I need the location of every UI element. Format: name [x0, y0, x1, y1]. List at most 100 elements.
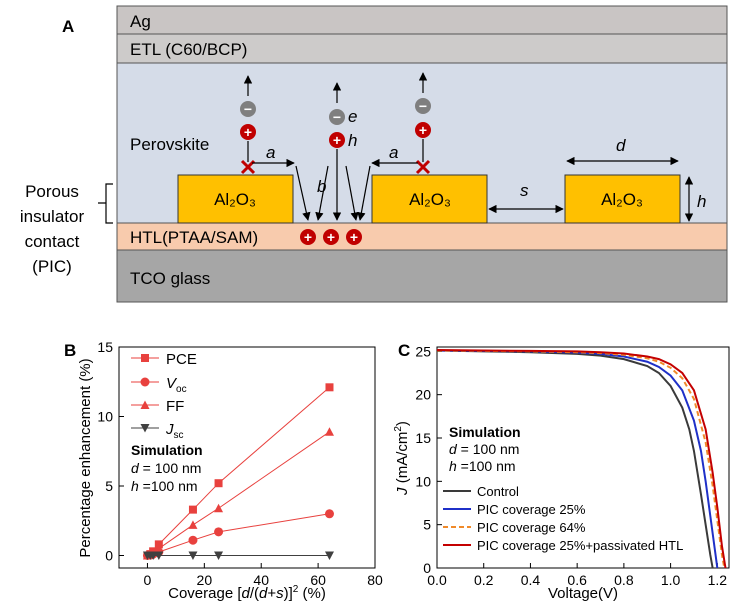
- y-tick-label: 10: [97, 408, 113, 424]
- x-tick-label: 1.0: [661, 572, 681, 588]
- series-jsc-point: [188, 551, 198, 560]
- panel-c-annotation-line-1: d = 100 nm: [449, 441, 519, 457]
- y-tick-label: 10: [415, 473, 431, 489]
- y-tick-label: 15: [415, 430, 431, 446]
- y-tick-label: 15: [97, 339, 113, 355]
- plus-sign: +: [327, 229, 335, 245]
- y-tick-label: 0: [423, 560, 431, 576]
- x-tick-label: 0.4: [521, 572, 541, 588]
- x-tick-label: 20: [197, 572, 213, 588]
- legend-voc-label: Voc: [166, 375, 187, 395]
- panel-c-annotation-title: Simulation: [449, 424, 521, 440]
- y-tick-label: 5: [423, 517, 431, 533]
- panel-b-x-axis-title: Coverage [d/(d+s)]2 (%): [168, 584, 326, 602]
- hole-icon: [415, 122, 431, 138]
- x-tick-label: 0.2: [474, 572, 494, 588]
- pic-label-line-2: insulator: [20, 207, 85, 226]
- electron-label: e: [348, 107, 357, 126]
- electron-icon: [415, 98, 431, 114]
- panel-b-y-axis-title: Percentage enhancement (%): [77, 358, 94, 557]
- plus-sign: +: [419, 122, 427, 138]
- minus-sign: −: [333, 109, 341, 125]
- x-tick-label: 80: [367, 572, 383, 588]
- ag-label: Ag: [130, 12, 151, 31]
- x-tick-label: 40: [253, 572, 269, 588]
- series-voc-point: [324, 509, 334, 519]
- series-jsc-point: [324, 551, 334, 560]
- al2o3-block: Al₂O₃: [371, 174, 488, 224]
- panel-c-plot-frame: [436, 346, 730, 569]
- electron-icon: [240, 101, 256, 117]
- x-tick-label: 1.2: [708, 572, 728, 588]
- diffusion-arrow: [357, 165, 371, 221]
- al2o3-label: Al₂O₃: [214, 190, 256, 209]
- hole-icon: [323, 229, 339, 245]
- legend-label-1: Control: [477, 484, 519, 499]
- series-ff-point: [214, 503, 224, 513]
- pic-label-line-3: contact: [25, 232, 80, 251]
- legend-jsc-label: Jsc: [165, 421, 184, 441]
- panel-c-annotation-line-2: h =100 nm: [449, 458, 516, 474]
- panel-b-annotation-line-1: d = 100 nm: [131, 460, 201, 476]
- dimension-a-label: a: [266, 143, 275, 162]
- panel-a: A Ag ETL (C60/BCP) Perovskite HTL(PTAA/S…: [20, 5, 728, 303]
- panel-a-label: A: [62, 17, 74, 36]
- carrier-column-2: − e + h b: [315, 82, 371, 221]
- legend-label-2: PIC coverage 25%: [477, 502, 586, 517]
- plus-sign: +: [244, 124, 252, 140]
- carrier-column-3: − + a: [371, 72, 431, 175]
- hole-icon: [329, 132, 345, 148]
- etl-label: ETL (C60/BCP): [130, 40, 247, 59]
- electron-icon: [329, 109, 345, 125]
- panel-b-legend: PCE Voc FF Jsc: [131, 351, 197, 441]
- series-ff-point: [324, 427, 334, 436]
- hole-icon: [240, 124, 256, 140]
- minus-sign: −: [419, 98, 427, 114]
- panel-b-label: B: [64, 341, 76, 360]
- y-tick-label: 25: [415, 343, 431, 359]
- al2o3-block: Al₂O₃: [177, 174, 294, 224]
- panel-c-y-axis-title: J (mA/cm2): [393, 421, 411, 496]
- series-pce-point: [188, 505, 197, 514]
- diffusion-arrow: [345, 165, 359, 221]
- legend-pce-marker: [141, 354, 149, 362]
- x-tick-label: 60: [310, 572, 326, 588]
- x-tick-label: 0.6: [567, 572, 587, 588]
- x-tick-label: 0.8: [614, 572, 634, 588]
- hole-label: h: [348, 131, 357, 150]
- series-pce-point: [325, 383, 334, 392]
- hole-icon: [346, 229, 362, 245]
- diffusion-arrow: [295, 165, 311, 221]
- panel-c-label: C: [398, 341, 410, 360]
- al2o3-block-3: [564, 174, 681, 224]
- panel-c-x-axis-title: Voltage(V): [548, 585, 618, 602]
- htl-holes: + + +: [300, 229, 362, 245]
- ag-layer: [116, 5, 728, 35]
- jv-curve-1: [436, 349, 714, 569]
- series-ff-point: [154, 544, 164, 553]
- legend-jsc-marker: [140, 424, 150, 433]
- plus-sign: +: [304, 229, 312, 245]
- series-voc-point: [214, 527, 224, 537]
- dimension-d-label: d: [616, 136, 626, 155]
- series-ff-point: [188, 520, 198, 529]
- panel-b-plot-frame: [118, 346, 376, 569]
- series-jsc-point: [154, 551, 164, 560]
- al2o3-block-2: [371, 174, 488, 224]
- plus-sign: +: [333, 132, 341, 148]
- panel-b: B Percentage enhancement (%) Coverage [d…: [64, 339, 383, 602]
- panel-b-series: [142, 383, 334, 560]
- al2o3-label: Al₂O₃: [409, 190, 451, 209]
- legend-pce-label: PCE: [166, 351, 197, 368]
- htl-label: HTL(PTAA/SAM): [130, 228, 258, 247]
- legend-label-4: PIC coverage 25%+passivated HTL: [477, 538, 683, 553]
- hole-icon: [300, 229, 316, 245]
- panel-c-series: [436, 349, 727, 569]
- legend-label-3: PIC coverage 64%: [477, 520, 586, 535]
- legend-ff-marker: [140, 400, 150, 409]
- tco-layer: [116, 249, 728, 303]
- dimension-b-label: b: [317, 177, 326, 196]
